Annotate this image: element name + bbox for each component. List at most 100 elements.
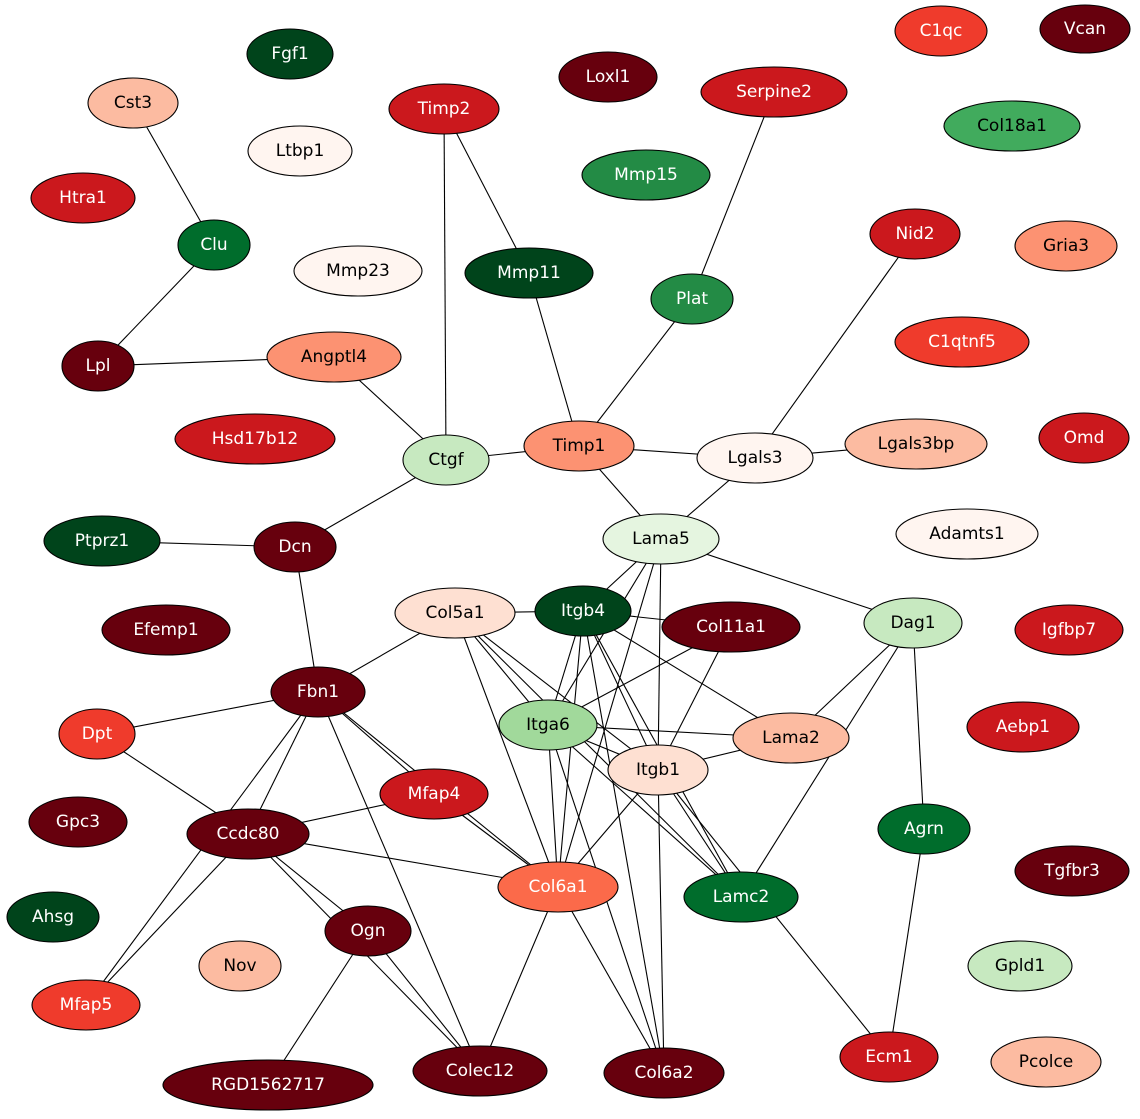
- node-label-col6a1: Col6a1: [528, 877, 587, 897]
- edge-serpine2-plat: [691, 91, 775, 300]
- node-label-dag1: Dag1: [890, 613, 935, 633]
- node-shape-ogn: [324, 905, 412, 957]
- node-htra1: Htra1: [30, 172, 136, 224]
- node-label-mfap4: Mfap4: [408, 784, 461, 804]
- node-timp2: Timp2: [388, 83, 500, 135]
- edge-ccdc80-mfap5: [85, 833, 249, 1006]
- edge-col6a1-col6a2: [557, 886, 665, 1074]
- node-shape-agrn: [877, 803, 971, 855]
- node-mfap4: Mfap4: [379, 768, 489, 820]
- node-shape-col5a1: [394, 587, 516, 639]
- node-omd: Omd: [1038, 412, 1130, 464]
- node-label-plat: Plat: [676, 289, 708, 309]
- node-label-col18a1: Col18a1: [977, 116, 1047, 136]
- edge-itga6-col6a1: [547, 724, 559, 888]
- node-col6a2: Col6a2: [603, 1047, 725, 1099]
- node-shape-hsd17b12: [174, 413, 336, 465]
- node-shape-dcn: [253, 521, 337, 573]
- node-lama5: Lama5: [602, 513, 720, 565]
- node-lgals3: Lgals3: [696, 432, 814, 484]
- node-label-fbn1: Fbn1: [297, 682, 339, 702]
- node-shape-rgd1562717: [162, 1059, 374, 1111]
- node-shape-c1qtnf5: [894, 316, 1030, 368]
- node-label-htra1: Htra1: [59, 188, 107, 208]
- node-label-fgf1: Fgf1: [271, 44, 308, 64]
- node-nid2: Nid2: [869, 208, 961, 260]
- node-efemp1: Efemp1: [101, 604, 231, 656]
- node-agrn: Agrn: [877, 803, 971, 855]
- edge-fbn1-colec12: [317, 691, 481, 1072]
- node-shape-itga6: [498, 699, 598, 751]
- node-label-ptprz1: Ptprz1: [75, 531, 129, 551]
- node-label-gpc3: Gpc3: [56, 812, 100, 832]
- node-shape-col6a1: [497, 861, 619, 913]
- edge-dag1-lamc2: [740, 622, 914, 898]
- edge-col5a1-itgb1: [454, 612, 659, 771]
- node-label-ahsg: Ahsg: [32, 907, 74, 927]
- node-shape-ltbp1: [247, 125, 353, 177]
- node-plat: Plat: [650, 273, 734, 325]
- node-label-aebp1: Aebp1: [996, 717, 1050, 737]
- node-ptprz1: Ptprz1: [43, 515, 161, 567]
- node-dpt: Dpt: [58, 708, 136, 760]
- node-label-itgb1: Itgb1: [636, 760, 680, 780]
- node-label-pcolce: Pcolce: [1019, 1052, 1074, 1072]
- edge-itgb1-col6a2: [657, 769, 665, 1074]
- node-shape-c1qc: [894, 5, 988, 57]
- node-shape-gpc3: [28, 796, 128, 848]
- node-label-itgb4: Itgb4: [561, 601, 605, 621]
- node-shape-mmp11: [464, 247, 594, 299]
- node-label-ltbp1: Ltbp1: [276, 141, 325, 161]
- node-label-ccdc80: Ccdc80: [217, 824, 280, 844]
- edge-itgb4-col6a2: [582, 610, 665, 1074]
- edge-plat-timp1: [578, 298, 693, 447]
- node-dcn: Dcn: [253, 521, 337, 573]
- node-label-ecm1: Ecm1: [865, 1047, 912, 1067]
- node-shape-efemp1: [101, 604, 231, 656]
- node-shape-itgb1: [607, 744, 709, 796]
- node-label-lama2: Lama2: [762, 728, 820, 748]
- node-timp1: Timp1: [523, 420, 635, 472]
- node-fgf1: Fgf1: [246, 28, 334, 80]
- node-lpl: Lpl: [61, 340, 135, 392]
- node-label-timp1: Timp1: [552, 436, 606, 456]
- node-shape-mmp23: [293, 245, 423, 297]
- node-label-angptl4: Angptl4: [301, 347, 367, 367]
- node-ecm1: Ecm1: [839, 1031, 939, 1083]
- node-shape-fbn1: [270, 666, 366, 718]
- node-shape-lgals3bp: [844, 418, 988, 470]
- node-shape-mmp15: [581, 149, 711, 201]
- node-ccdc80: Ccdc80: [186, 808, 310, 860]
- node-label-gpld1: Gpld1: [995, 956, 1045, 976]
- node-label-mmp23: Mmp23: [326, 261, 390, 281]
- node-shape-lamc2: [683, 871, 799, 923]
- node-label-lama5: Lama5: [632, 529, 690, 549]
- node-serpine2: Serpine2: [700, 66, 848, 118]
- node-label-lamc2: Lamc2: [713, 887, 770, 907]
- node-ahsg: Ahsg: [6, 891, 100, 943]
- node-label-efemp1: Efemp1: [133, 620, 198, 640]
- node-label-loxl1: Loxl1: [586, 67, 631, 87]
- node-igfbp7: Igfbp7: [1014, 604, 1124, 656]
- node-shape-dpt: [58, 708, 136, 760]
- node-shape-col6a2: [603, 1047, 725, 1099]
- node-shape-htra1: [30, 172, 136, 224]
- node-gria3: Gria3: [1014, 220, 1118, 272]
- node-shape-ctgf: [402, 434, 490, 486]
- node-shape-timp2: [388, 83, 500, 135]
- edge-itgb4-col6a1: [557, 610, 584, 888]
- edge-lama5-itgb1: [657, 538, 662, 771]
- node-label-colec12: Colec12: [446, 1061, 514, 1081]
- node-shape-dag1: [863, 597, 963, 649]
- node-shape-gria3: [1014, 220, 1118, 272]
- node-shape-nov: [198, 940, 282, 992]
- node-label-mmp15: Mmp15: [614, 165, 678, 185]
- node-label-mmp11: Mmp11: [497, 263, 561, 283]
- node-c1qtnf5: C1qtnf5: [894, 316, 1030, 368]
- node-ltbp1: Ltbp1: [247, 125, 353, 177]
- node-vcan: Vcan: [1039, 4, 1131, 54]
- node-fbn1: Fbn1: [270, 666, 366, 718]
- node-shape-col18a1: [943, 100, 1081, 152]
- node-label-hsd17b12: Hsd17b12: [212, 429, 299, 449]
